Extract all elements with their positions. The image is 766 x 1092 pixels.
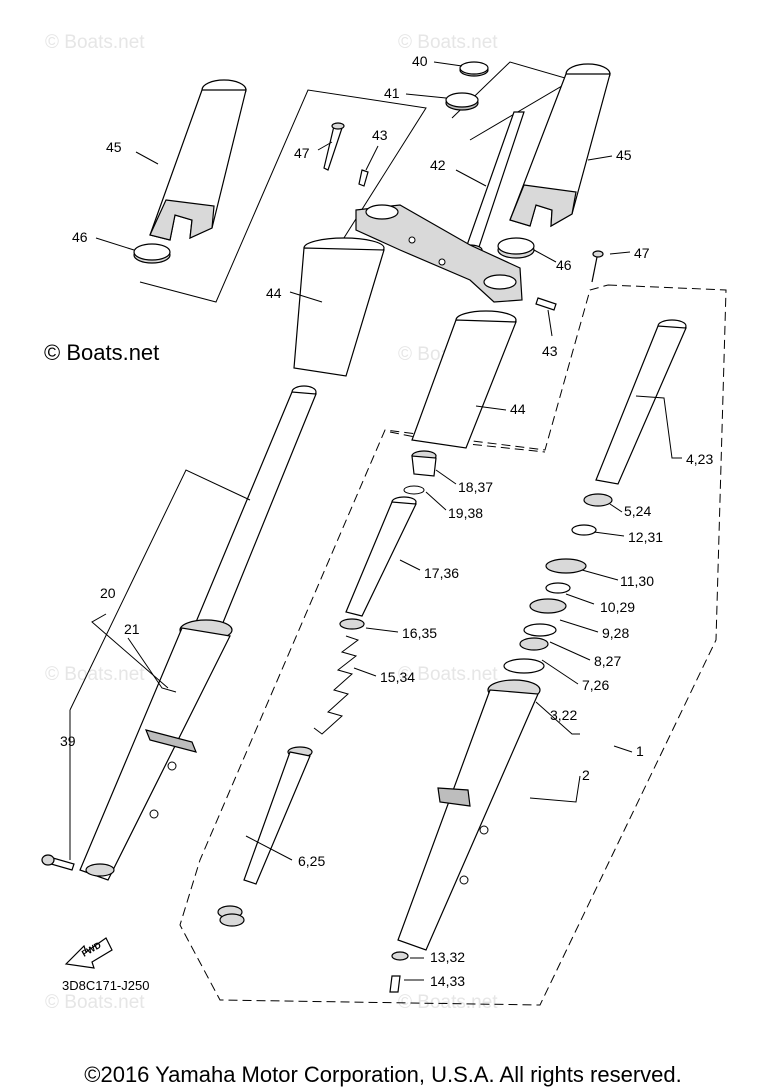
callout-19-38: 19,38 (448, 505, 483, 521)
spacer-17 (345, 496, 417, 617)
watermark: © Boats.net (45, 992, 145, 1013)
callout-47-right: 47 (634, 245, 650, 261)
cap-bolt-18 (411, 450, 437, 477)
watermarks: © Boats.net © Boats.net © Boats.net © Bo… (45, 32, 498, 1013)
callout-10-29: 10,29 (600, 599, 635, 615)
boats-net-watermark: © Boats.net (44, 340, 160, 365)
callout-5-24: 5,24 (624, 503, 651, 519)
washer-13 (391, 951, 409, 961)
callout-43-right: 43 (542, 343, 558, 359)
bushes-stack (503, 493, 613, 674)
fwd-arrow-icon: FWD (64, 937, 113, 969)
watermark: © Boats.net (398, 32, 498, 53)
o-ring-19 (403, 485, 425, 495)
tube-44-left (293, 237, 385, 377)
callout-43: 43 (372, 127, 388, 143)
callout-46-left: 46 (72, 229, 88, 245)
seal-group-outline (451, 61, 574, 141)
bracket-group-outline (139, 89, 427, 303)
callout-4-23: 4,23 (686, 451, 713, 467)
callout-14-33: 14,33 (430, 973, 465, 989)
bolt-14 (389, 975, 401, 993)
bolt-47-right (591, 250, 604, 283)
callout-7-26: 7,26 (582, 677, 609, 693)
fork-assembly-outline (179, 284, 727, 1006)
callout-8-27: 8,27 (594, 653, 621, 669)
damper-rod-6 (217, 746, 313, 927)
callout-41: 41 (384, 85, 400, 101)
bolt-43-right (535, 297, 557, 311)
steering-stem-42 (457, 111, 525, 256)
callout-13-32: 13,32 (430, 949, 465, 965)
callout-6-25: 6,25 (298, 853, 325, 869)
callout-2: 2 (582, 767, 590, 783)
callout-21: 21 (124, 621, 140, 637)
callout-1: 1 (636, 743, 644, 759)
fork-cover-left (149, 79, 247, 241)
fork-cover-right (509, 63, 611, 228)
callout-12-31: 12,31 (628, 529, 663, 545)
lower-bracket (355, 204, 523, 303)
washer-46-left (133, 243, 171, 264)
inner-outline (389, 431, 546, 453)
copyright-notice: ©2016 Yamaha Motor Corporation, U.S.A. A… (84, 1062, 682, 1087)
spring-15 (313, 635, 360, 735)
callout-44-right: 44 (510, 401, 526, 417)
callout-44-left: 44 (266, 285, 282, 301)
bolt-39 (41, 854, 75, 871)
assembly-boundaries (139, 61, 727, 1006)
seal-41 (445, 92, 479, 111)
callout-20: 20 (100, 585, 116, 601)
inner-tube-20 (195, 385, 317, 631)
callout-40: 40 (412, 53, 428, 69)
callout-17-36: 17,36 (424, 565, 459, 581)
callout-15-34: 15,34 (380, 669, 415, 685)
callout-11-30: 11,30 (620, 573, 654, 589)
callout-9-28: 9,28 (602, 625, 629, 641)
bolt-47-left (323, 122, 345, 171)
callout-46-right: 46 (556, 257, 572, 273)
outer-tube-2 (397, 679, 541, 951)
watermark: © Boats.net (398, 664, 498, 685)
callout-47: 47 (294, 145, 310, 161)
watermark: © Boats.net (45, 32, 145, 53)
watermark: © Boats.net (398, 992, 498, 1013)
callout-42: 42 (430, 157, 446, 173)
tube-44-right (411, 310, 517, 449)
callout-18-37: 18,37 (458, 479, 493, 495)
callout-39: 39 (60, 733, 76, 749)
washer-46-right (497, 237, 535, 259)
callout-45-right: 45 (616, 147, 632, 163)
bolt-43-left (358, 169, 369, 187)
callout-16-35: 16,35 (402, 625, 437, 641)
seal-40 (459, 61, 489, 77)
callouts: 40 41 47 43 42 45 45 46 46 47 44 43 44 1… (60, 53, 713, 989)
watermark: © Boats.net (45, 664, 145, 685)
leader-lines (69, 61, 682, 981)
inner-tube-4 (595, 319, 687, 485)
callout-45-left: 45 (106, 139, 122, 155)
diagram-reference-code: 3D8C171-J250 (62, 978, 150, 993)
washer-16 (339, 618, 365, 630)
callout-3-22: 3,22 (550, 707, 577, 723)
outer-tube-21 (79, 619, 233, 881)
